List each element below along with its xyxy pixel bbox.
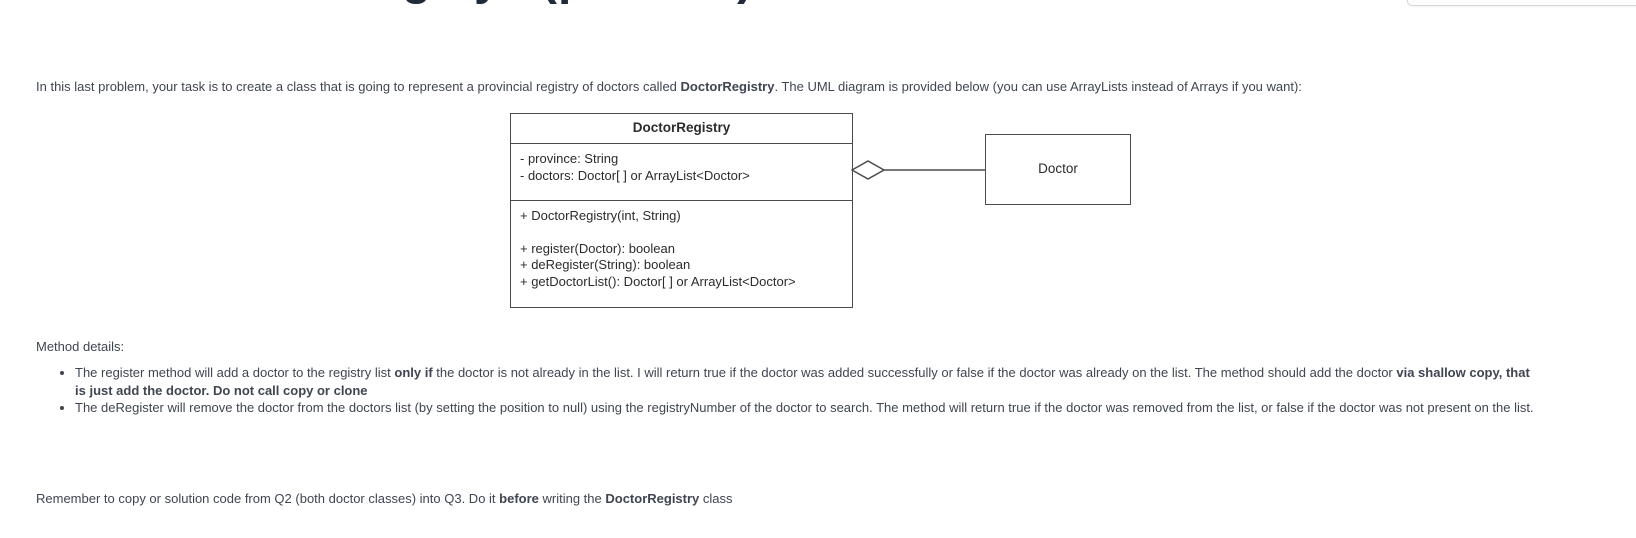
heading-glyph: y <box>474 0 501 6</box>
method-details-heading: Method details: <box>36 339 125 354</box>
list-item: The deRegister will remove the doctor fr… <box>75 399 1535 417</box>
footer-bold-before: before <box>499 491 539 506</box>
uml-attribute: - doctors: Doctor[ ] or ArrayList<Doctor… <box>520 167 750 183</box>
intro-paragraph: In this last problem, your task is to cr… <box>36 78 1601 95</box>
uml-methods-compartment: + DoctorRegistry(int, String) + register… <box>511 201 852 290</box>
uml-class-doctorregistry: DoctorRegistry - province: String - doct… <box>510 113 853 308</box>
uml-method: + getDoctorList(): Doctor[ ] or ArrayLis… <box>520 273 796 289</box>
heading-glyph: ( <box>541 0 557 6</box>
uml-constructor: + DoctorRegistry(int, String) <box>520 208 681 223</box>
list-item: The register method will add a doctor to… <box>75 364 1535 399</box>
bullet1-text: The register method will add a doctor to… <box>75 365 395 380</box>
heading-glyph: g <box>402 0 431 6</box>
heading-glyph: ) <box>737 0 753 6</box>
uml-class-doctor: Doctor <box>985 134 1131 205</box>
footer-bold-doctorregistry: DoctorRegistry <box>605 491 700 506</box>
uml-attribute: - province: String <box>520 151 619 166</box>
uml-method: + deRegister(String): boolean <box>520 257 691 272</box>
bullet1-bold-only-if: only if <box>394 365 433 380</box>
uml-method: + register(Doctor): boolean <box>520 240 675 256</box>
aggregation-diamond-icon <box>851 160 886 180</box>
footer-text: writing the <box>538 491 606 506</box>
uml-class-title: DoctorRegistry <box>511 114 852 144</box>
uml-methods-spacer <box>520 225 843 241</box>
bullet1-bold-shallow-copy: via shallow copy, that is just add the d… <box>75 365 1530 398</box>
top-right-cutoff-button[interactable] <box>1407 0 1636 6</box>
method-details-list: The register method will add a doctor to… <box>57 364 1535 417</box>
footer-note: Remember to copy or solution code from Q… <box>36 490 1596 507</box>
uml-attributes-compartment: - province: String - doctors: Doctor[ ] … <box>511 144 852 201</box>
intro-text: In this last problem, your task is to cr… <box>36 79 681 94</box>
footer-text: class <box>699 491 733 506</box>
bullet1-text: the doctor is not already in the list. I… <box>432 365 1397 380</box>
bullet2-text: The deRegister will remove the doctor fr… <box>75 400 1534 415</box>
intro-text: . The UML diagram is provided below (you… <box>774 79 1302 94</box>
aggregation-connector <box>851 160 986 180</box>
heading-glyph: p <box>558 0 587 6</box>
footer-text: Remember to copy or solution code from Q… <box>36 491 500 506</box>
intro-bold-doctorregistry: DoctorRegistry <box>680 79 775 94</box>
